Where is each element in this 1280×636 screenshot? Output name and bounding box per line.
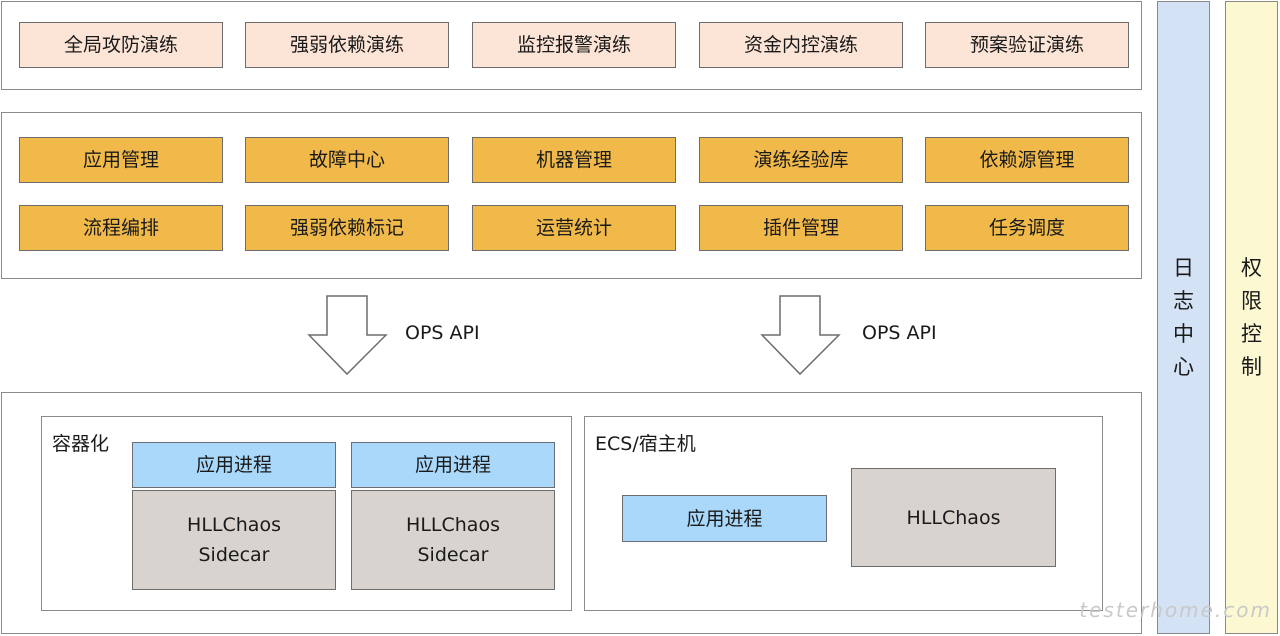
- hllchaos-sidecar-box: HLLChaos Sidecar: [351, 490, 555, 590]
- ecs-label: ECS/宿主机: [595, 433, 696, 455]
- ops-api-label-left: OPS API: [405, 322, 480, 344]
- module-task-scheduling: 任务调度: [925, 205, 1129, 251]
- down-arrow-icon: [307, 295, 388, 376]
- hllchaos-sidecar-box: HLLChaos Sidecar: [132, 490, 336, 590]
- sidecar-line1: HLLChaos: [406, 514, 500, 536]
- permission-char: 控: [1241, 321, 1262, 346]
- ops-api-label-right: OPS API: [862, 322, 937, 344]
- module-dependency-marking: 强弱依赖标记: [245, 205, 449, 251]
- module-plugin-management: 插件管理: [699, 205, 903, 251]
- module-operation-statistics: 运营统计: [472, 205, 676, 251]
- permission-char: 限: [1241, 288, 1262, 313]
- module-dependency-source-management: 依赖源管理: [925, 137, 1129, 183]
- module-drill-experience-library: 演练经验库: [699, 137, 903, 183]
- watermark: testerhome.com: [1079, 598, 1272, 622]
- drill-box-dependency: 强弱依赖演练: [245, 22, 449, 68]
- sidecar-line2: Sidecar: [417, 544, 489, 566]
- log-center-char: 志: [1173, 288, 1194, 313]
- module-machine-management: 机器管理: [472, 137, 676, 183]
- ecs-hllchaos-box: HLLChaos: [851, 468, 1056, 567]
- module-fault-center: 故障中心: [245, 137, 449, 183]
- permission-char: 制: [1241, 354, 1262, 379]
- sidecar-line2: Sidecar: [198, 544, 270, 566]
- module-process-orchestration: 流程编排: [19, 205, 223, 251]
- log-center-char: 日: [1173, 255, 1194, 280]
- drill-box-monitor-alarm: 监控报警演练: [472, 22, 676, 68]
- ecs-app-process-box: 应用进程: [622, 495, 827, 542]
- container-label: 容器化: [52, 433, 110, 455]
- app-process-box: 应用进程: [132, 442, 336, 488]
- app-process-box: 应用进程: [351, 442, 555, 488]
- log-center-column: 日 志 中 心: [1157, 1, 1210, 634]
- log-center-char: 心: [1173, 354, 1194, 379]
- drill-box-global-attack-defense: 全局攻防演练: [19, 22, 223, 68]
- module-app-management: 应用管理: [19, 137, 223, 183]
- sidecar-line1: HLLChaos: [187, 514, 281, 536]
- drill-box-plan-verify: 预案验证演练: [925, 22, 1129, 68]
- drill-box-fund-control: 资金内控演练: [699, 22, 903, 68]
- log-center-char: 中: [1173, 321, 1194, 346]
- permission-control-column: 权 限 控 制: [1225, 1, 1278, 634]
- down-arrow-icon: [760, 295, 841, 376]
- permission-char: 权: [1241, 255, 1262, 280]
